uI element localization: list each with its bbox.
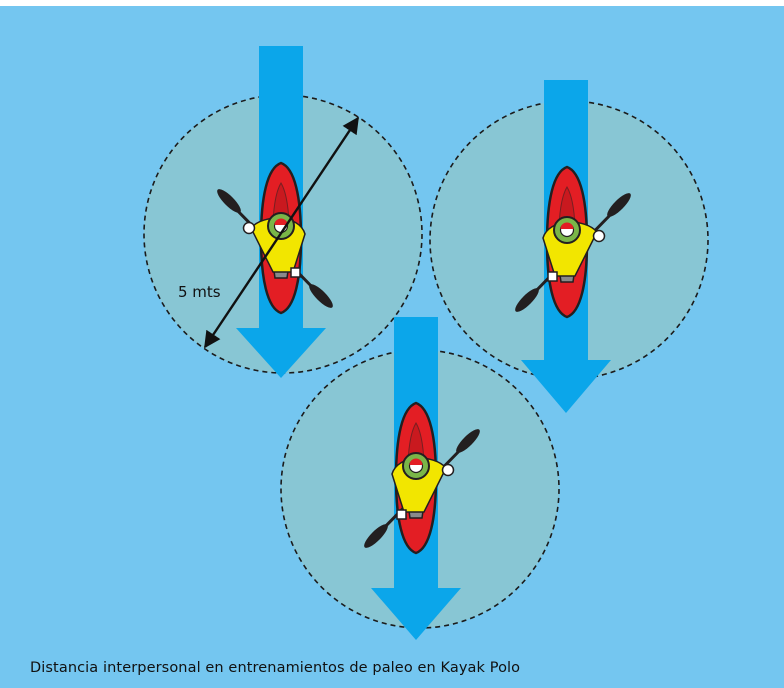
distance-label: 5 mts (178, 283, 221, 301)
top-strip (0, 0, 784, 6)
diagram-caption: Distancia interpersonal en entrenamiento… (30, 660, 520, 676)
